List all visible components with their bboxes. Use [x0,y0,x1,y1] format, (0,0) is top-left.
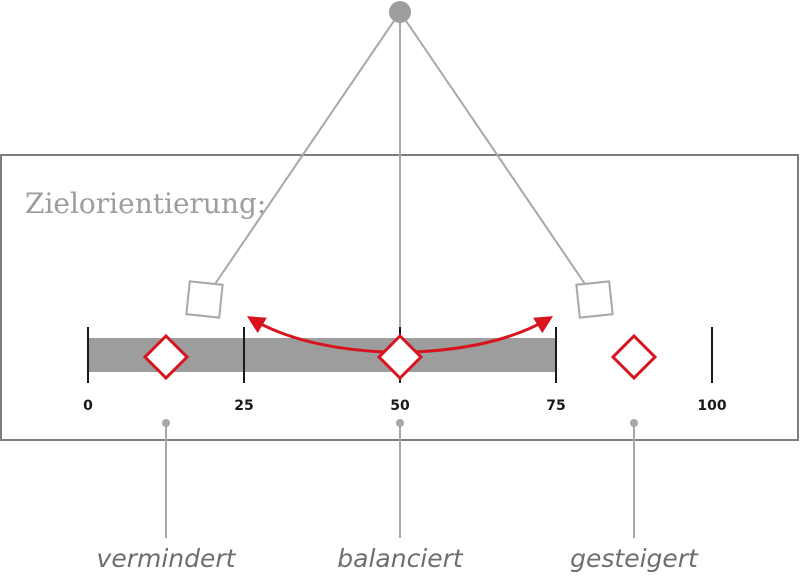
pendulum-string-right [399,11,586,285]
diagram-title: Zielorientierung: [25,187,266,220]
value-marker [376,333,424,381]
scale-tick-label: 0 [83,398,93,414]
pendulum-string-left [214,11,401,285]
scale-tick-label: 25 [234,398,253,414]
scale-tick-label: 100 [697,398,726,414]
swing-arrow-left [246,316,386,354]
marker-caption: balanciert [337,544,464,573]
value-marker [142,333,190,381]
marker-caption: gesteigert [570,544,699,573]
pendulum-bob-right [575,280,614,319]
scale-tick-label: 75 [546,398,565,414]
pendulum-bob-left [185,280,224,319]
pendulum-pivot [389,1,411,23]
scale-tick-label: 50 [390,398,410,414]
value-marker [610,333,658,381]
marker-caption: vermindert [97,544,237,573]
swing-arrow-right [414,316,554,354]
